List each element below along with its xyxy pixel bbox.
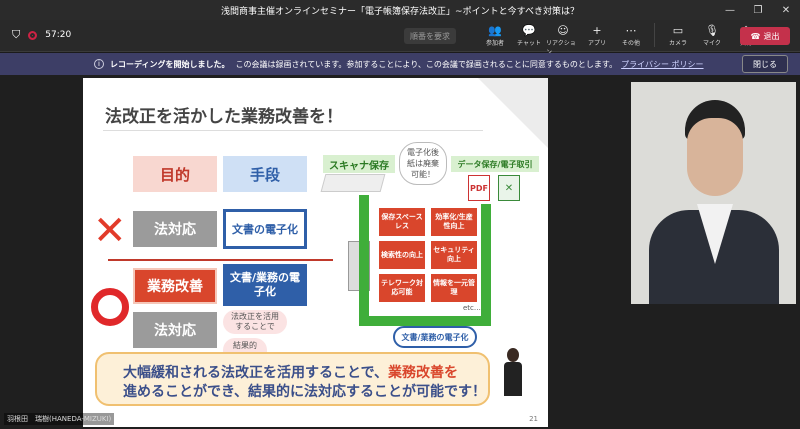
- recording-notice: i レコーディングを開始しました。 この会議は録画されています。参加することによ…: [0, 53, 800, 75]
- presenter-camera: [631, 82, 796, 304]
- more-button[interactable]: ⋯ その他: [614, 23, 648, 56]
- leave-button[interactable]: ☎ 退出: [740, 27, 790, 45]
- benefit-item: 効率化/生産性向上: [431, 208, 477, 236]
- recording-notice-title: レコーディングを開始しました。: [110, 59, 230, 69]
- separator-line: [108, 259, 333, 261]
- toolbar-left: ⛉ 57:20: [12, 28, 71, 42]
- participants-button[interactable]: 👥 参加者: [478, 23, 512, 56]
- mic-label: マイク: [703, 40, 721, 47]
- summary-text: 大幅緩和される法改正を活用することで、業務改善を 進めることができ、結果的に法対…: [123, 364, 486, 402]
- camera-label: カメラ: [668, 40, 687, 47]
- meeting-toolbar: ⛉ 57:20 順番を要求 👥 参加者 💬 チャット ☺ リアクション + アプ…: [0, 20, 800, 56]
- circle-mark-icon: [91, 288, 129, 326]
- paper-discard-bubble: 電子化後紙は廃棄可能！: [399, 142, 447, 185]
- purpose-box: 目的: [133, 156, 217, 192]
- cloud-digitize-label: 文書/業務の電子化: [393, 326, 477, 348]
- title-divider: [103, 130, 483, 131]
- paper-stack-image: [320, 174, 386, 192]
- doc-digitize-box: 文書の電子化: [223, 209, 307, 249]
- data-save-label: データ保存/電子取引: [451, 156, 539, 172]
- window-title-bar: 浅間商事主催オンラインセミナー「電子帳簿保存法改正」~ポイントと今すべき対策は？…: [0, 0, 800, 20]
- law-compliance-result-box: 法対応: [133, 312, 217, 348]
- cross-mark-icon: ✕: [93, 208, 127, 254]
- reaction-label: リアクション: [546, 40, 576, 56]
- mic-button[interactable]: 🎙 マイク: [695, 23, 729, 56]
- benefit-item: セキュリティ向上: [431, 241, 477, 269]
- benefit-item: テレワーク対応可能: [379, 274, 425, 302]
- speech-bubble-leverage: 法改正を活用することで: [223, 310, 287, 334]
- meeting-timer: 57:20: [45, 30, 72, 40]
- window-controls: — ❐ ✕: [716, 0, 800, 20]
- summary-line2: 進めることができ、結果的に法対応することが可能です！: [123, 384, 487, 400]
- toolbar-divider: [654, 23, 655, 47]
- close-window-icon[interactable]: ✕: [781, 4, 791, 16]
- plus-icon: +: [592, 24, 602, 37]
- reaction-icon: ☺: [557, 24, 569, 37]
- presenter-name-label: 羽根田 瑞樹(HANEDA-MIZUKI): [4, 413, 115, 425]
- etc-label: etc…: [463, 304, 481, 312]
- people-icon: 👥: [488, 24, 502, 37]
- reaction-button[interactable]: ☺ リアクション: [546, 23, 580, 56]
- apps-button[interactable]: + アプリ: [580, 23, 614, 56]
- scanner-save-label: スキャナ保存: [323, 155, 395, 173]
- info-icon: i: [94, 59, 104, 69]
- close-notice-button[interactable]: 閉じる: [742, 55, 788, 73]
- green-arrow-bottom: [359, 316, 491, 326]
- participants-label: 参加者: [485, 40, 504, 47]
- toolbar-actions: 👥 参加者 💬 チャット ☺ リアクション + アプリ ⋯ その他 ▭ カメラ …: [478, 23, 763, 56]
- recording-notice-text: この会議は録画されています。参加することにより、この会議で録画されることに同意す…: [235, 59, 618, 69]
- summary-line1-b: 業務改善を: [388, 365, 459, 381]
- raise-hand-button[interactable]: 順番を要求: [404, 28, 456, 44]
- benefit-item: 検索性の向上: [379, 241, 425, 269]
- summary-box: [95, 352, 490, 406]
- privacy-policy-link[interactable]: プライバシー ポリシー: [621, 59, 704, 69]
- phone-icon: ☎: [750, 31, 761, 41]
- slide-corner-decoration: [478, 78, 548, 148]
- summary-line1-a: 大幅緩和される法改正を活用することで、: [123, 365, 389, 381]
- window-title: 浅間商事主催オンラインセミナー「電子帳簿保存法改正」~ポイントと今すべき対策は？: [221, 6, 579, 17]
- recording-icon: [28, 30, 38, 40]
- camera-button[interactable]: ▭ カメラ: [661, 23, 695, 56]
- mic-icon: 🎙: [705, 24, 719, 37]
- benefit-item: 情報を一元管理: [431, 274, 477, 302]
- doc-business-digitize-box: 文書/業務の電子化: [223, 264, 307, 306]
- chat-icon: 💬: [522, 24, 536, 37]
- green-arrow-right: [481, 204, 491, 322]
- business-improvement-box: 業務改善: [133, 268, 217, 304]
- chat-label: チャット: [517, 40, 541, 47]
- law-compliance-box: 法対応: [133, 211, 217, 247]
- spreadsheet-icon: ✕: [498, 175, 520, 201]
- restore-icon[interactable]: ❐: [753, 4, 763, 16]
- apps-label: アプリ: [587, 40, 606, 47]
- minimize-icon[interactable]: —: [725, 4, 735, 16]
- woman-body: [504, 362, 522, 396]
- green-arrow-left: [359, 195, 369, 323]
- chat-button[interactable]: 💬 チャット: [512, 23, 546, 56]
- pdf-icon: PDF: [468, 175, 490, 201]
- camera-icon: ▭: [672, 24, 684, 37]
- benefit-item: 保存スペースレス: [379, 208, 425, 236]
- businesswoman-illustration: [501, 348, 525, 410]
- shared-slide: 法改正を活かした業務改善を！ 目的 手段 ✕ 法対応 文書の電子化 業務改善 文…: [83, 78, 548, 427]
- more-icon: ⋯: [625, 24, 637, 37]
- means-box: 手段: [223, 156, 307, 192]
- leave-label: 退出: [763, 31, 780, 41]
- shield-icon: ⛉: [12, 28, 21, 41]
- meeting-stage: 法改正を活かした業務改善を！ 目的 手段 ✕ 法対応 文書の電子化 業務改善 文…: [0, 75, 800, 429]
- woman-head: [507, 348, 519, 362]
- more-label: その他: [621, 40, 640, 47]
- slide-title: 法改正を活かした業務改善を！: [105, 107, 343, 127]
- presenter-face: [687, 118, 743, 196]
- slide-page-number: 21: [529, 415, 538, 423]
